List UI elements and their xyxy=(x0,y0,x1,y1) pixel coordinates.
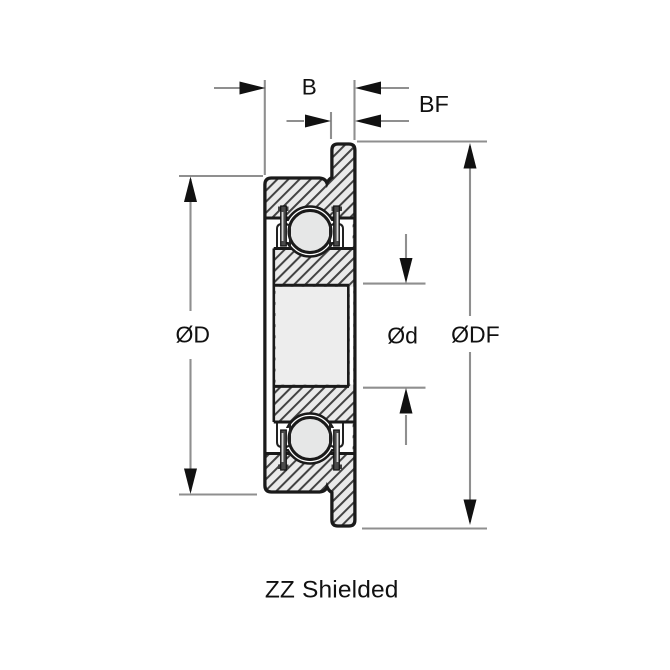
svg-text:ZZ Shielded: ZZ Shielded xyxy=(265,577,399,604)
svg-text:ØDF: ØDF xyxy=(451,322,500,348)
svg-text:Ød: Ød xyxy=(387,323,418,349)
svg-text:ØD: ØD xyxy=(175,322,210,348)
svg-text:B: B xyxy=(302,74,317,99)
svg-text:BF: BF xyxy=(419,91,449,117)
